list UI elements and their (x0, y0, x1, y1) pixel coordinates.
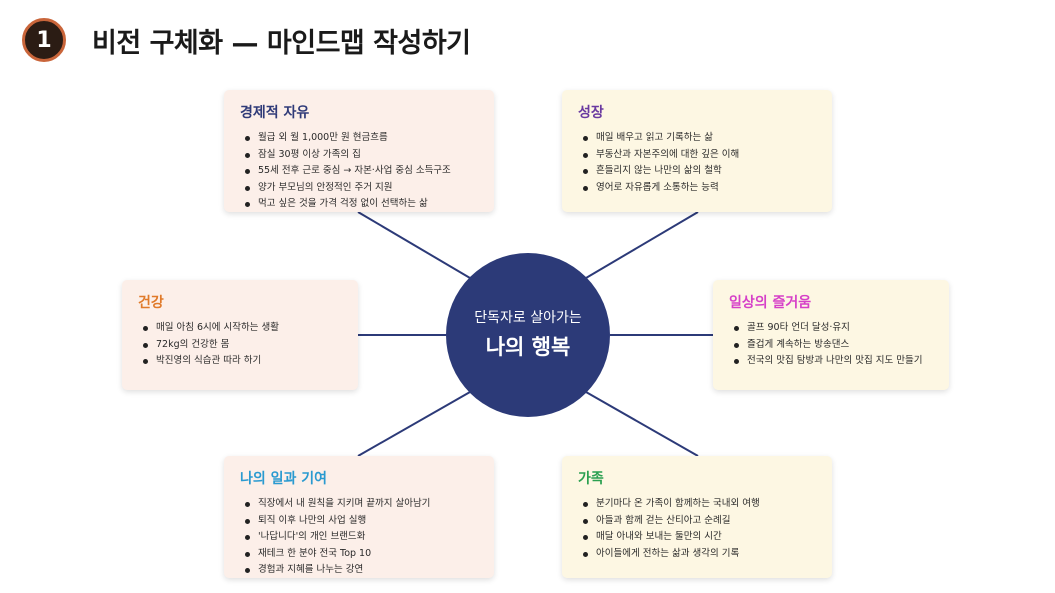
card-item: 매일 아침 6시에 시작하는 생활 (142, 320, 344, 337)
connector-line (357, 211, 471, 279)
card-item: 박진영의 식습관 따라 하기 (142, 353, 344, 370)
card-item: 먹고 싶은 것을 가격 걱정 없이 선택하는 삶 (244, 196, 480, 213)
card-economic-freedom: 경제적 자유 월급 외 월 1,000만 원 현금흐름 잠실 30평 이상 가족… (224, 90, 494, 212)
card-item: 재테크 한 분야 전국 Top 10 (244, 546, 480, 563)
card-item: 부동산과 자본주의에 대한 깊은 이해 (582, 147, 818, 164)
card-item: 전국의 맛집 탐방과 나만의 맛집 지도 만들기 (733, 353, 935, 370)
card-item: 매일 배우고 읽고 기록하는 삶 (582, 130, 818, 147)
card-item: 퇴직 이후 나만의 사업 실행 (244, 513, 480, 530)
card-item: 매달 아내와 보내는 둘만의 시간 (582, 529, 818, 546)
card-title: 성장 (578, 105, 604, 121)
center-title: 나의 행복 (485, 335, 571, 359)
card-item: 72kg의 건강한 몸 (142, 337, 344, 354)
card-item: 분기마다 온 가족이 함께하는 국내외 여행 (582, 496, 818, 513)
card-item: 즐겁게 계속하는 방송댄스 (733, 337, 935, 354)
connector-line (585, 391, 699, 457)
card-item: 55세 전후 근로 중심 → 자본·사업 중심 소득구조 (244, 163, 480, 180)
card-item: 골프 90타 언더 달성·유지 (733, 320, 935, 337)
page-title: 비전 구체화 — 마인드맵 작성하기 (92, 27, 471, 59)
card-item: 경험과 지혜를 나누는 강연 (244, 562, 480, 579)
card-item: '나답니다'의 개인 브랜드화 (244, 529, 480, 546)
connector-line (357, 391, 471, 457)
card-health: 건강 매일 아침 6시에 시작하는 생활 72kg의 건강한 몸 박진영의 식습… (122, 280, 358, 390)
card-item: 아이들에게 전하는 삶과 생각의 기록 (582, 546, 818, 563)
step-number-badge: 1 (22, 18, 66, 62)
connector-line (585, 211, 699, 279)
card-work-contribution: 나의 일과 기여 직장에서 내 원칙을 지키며 끝까지 살아남기 퇴직 이후 나… (224, 456, 494, 578)
card-item: 월급 외 월 1,000만 원 현금흐름 (244, 130, 480, 147)
card-item: 아들과 함께 걷는 산티아고 순례길 (582, 513, 818, 530)
card-title: 나의 일과 기여 (240, 471, 328, 487)
card-item: 흔들리지 않는 나만의 삶의 철학 (582, 163, 818, 180)
page-header: 1 비전 구체화 — 마인드맵 작성하기 (22, 18, 471, 62)
card-title: 경제적 자유 (240, 105, 310, 121)
card-title: 일상의 즐거움 (729, 295, 812, 311)
card-daily-joy: 일상의 즐거움 골프 90타 언더 달성·유지 즐겁게 계속하는 방송댄스 전국… (713, 280, 949, 390)
center-subtitle: 단독자로 살아가는 (474, 310, 582, 326)
card-item: 양가 부모님의 안정적인 주거 지원 (244, 180, 480, 197)
card-title: 가족 (578, 471, 604, 487)
card-growth: 성장 매일 배우고 읽고 기록하는 삶 부동산과 자본주의에 대한 깊은 이해 … (562, 90, 832, 212)
card-title: 건강 (138, 295, 164, 311)
card-family: 가족 분기마다 온 가족이 함께하는 국내외 여행 아들과 함께 걷는 산티아고… (562, 456, 832, 578)
card-item: 영어로 자유롭게 소통하는 능력 (582, 180, 818, 197)
center-node: 단독자로 살아가는 나의 행복 (446, 253, 610, 417)
card-item: 잠실 30평 이상 가족의 집 (244, 147, 480, 164)
card-item: 직장에서 내 원칙을 지키며 끝까지 살아남기 (244, 496, 480, 513)
